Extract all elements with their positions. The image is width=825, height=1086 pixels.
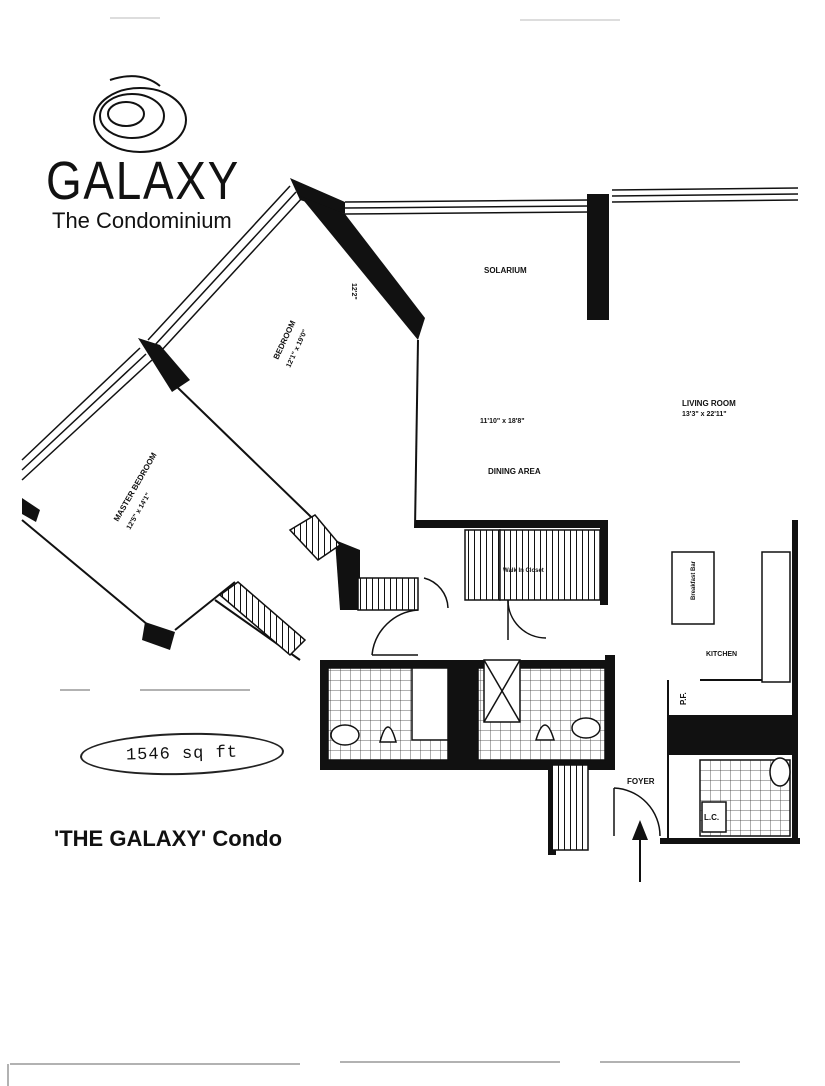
solid-walls [22,178,800,855]
side-dim-label: 12'2" [350,283,357,300]
dining-area-label: DINING AREA [488,467,541,476]
scan-marks-bottom [7,689,740,1086]
walk-in-closet-label: Walk In Closet [503,568,544,574]
galaxy-logo-text: GALAXY [46,151,240,211]
foyer-label: FOYER [627,777,655,786]
closets [218,514,791,851]
plan-caption: 'THE GALAXY' Condo [54,826,283,851]
entry-arrow-icon [632,820,648,882]
scan-marks-top [110,17,620,21]
window-walls [21,185,799,481]
dining-dims: 11'10" x 18'8" [480,418,525,425]
bathrooms [327,659,791,837]
lc-label: L.C. [704,813,719,822]
living-room-label: LIVING ROOM [682,399,736,408]
galaxy-logo-icon [93,75,187,153]
solarium-label: SOLARIUM [484,266,527,275]
living-room-dims: 13'3" x 22'11" [682,411,727,418]
breakfast-bar-label: Breakfast Bar [691,560,697,600]
kitchen-label: KITCHEN [706,651,737,658]
galaxy-logo-subtitle: The Condominium [52,208,232,233]
pf-label: P.F. [679,692,688,705]
door-swings [371,577,661,837]
interior-walls [21,339,790,838]
